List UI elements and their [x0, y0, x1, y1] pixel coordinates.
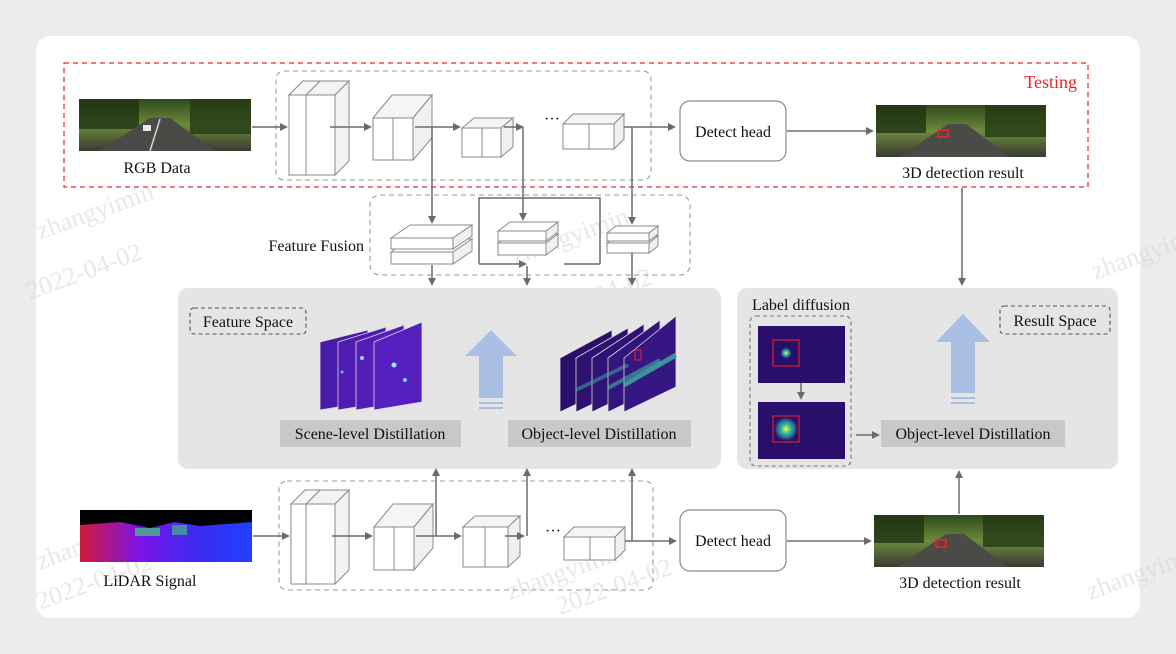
rgb-image: [79, 99, 251, 152]
top-ellipsis: ···: [544, 111, 560, 128]
object-distill-left-box: [508, 420, 691, 447]
object-feature-maps: [559, 315, 678, 413]
top-result-label: 3D detection result: [902, 165, 1024, 182]
detect-head-top: [679, 100, 787, 162]
top-encoder-frame: [275, 70, 652, 181]
detect-head-bottom: [679, 509, 787, 572]
bottom-result-image: [874, 515, 1044, 567]
result-space-label: Result Space: [1013, 313, 1096, 330]
feature-fusion-label: Feature Fusion: [268, 238, 364, 255]
detect-head-bottom-label: Detect head: [695, 533, 771, 550]
testing-label: Testing: [1024, 72, 1077, 92]
bottom-ellipsis: ···: [545, 523, 561, 540]
diffusion-map-2: [758, 402, 845, 459]
object-distill-right-box: [881, 420, 1065, 447]
rgb-label: RGB Data: [123, 160, 190, 177]
up-arrow-feature: [465, 330, 517, 409]
fusion-blocks: [389, 221, 660, 265]
scene-distill-box: [280, 420, 461, 447]
object-distill-right-label: Object-level Distillation: [895, 426, 1050, 443]
connectors: [252, 123, 966, 545]
feature-fusion-frame: [369, 194, 691, 276]
scene-distill-label: Scene-level Distillation: [295, 426, 446, 443]
label-diffusion-frame: [749, 315, 852, 467]
testing-frame: [63, 62, 1089, 188]
lidar-image: [80, 510, 252, 562]
detect-head-top-label: Detect head: [695, 124, 771, 141]
result-space-tag: [999, 305, 1111, 335]
top-result-image: [876, 105, 1046, 157]
up-arrow-result: [936, 314, 990, 404]
lidar-label: LiDAR Signal: [104, 573, 197, 590]
bottom-result-label: 3D detection result: [899, 575, 1021, 592]
scene-feature-maps: [319, 321, 423, 411]
diffusion-map-1: [758, 326, 845, 383]
bottom-encoder-blocks: [289, 488, 627, 586]
label-diffusion-label: Label diffusion: [752, 297, 850, 314]
feature-space-tag: [189, 307, 307, 335]
object-distill-left-label: Object-level Distillation: [521, 426, 676, 443]
feature-space-label: Feature Space: [203, 314, 293, 331]
